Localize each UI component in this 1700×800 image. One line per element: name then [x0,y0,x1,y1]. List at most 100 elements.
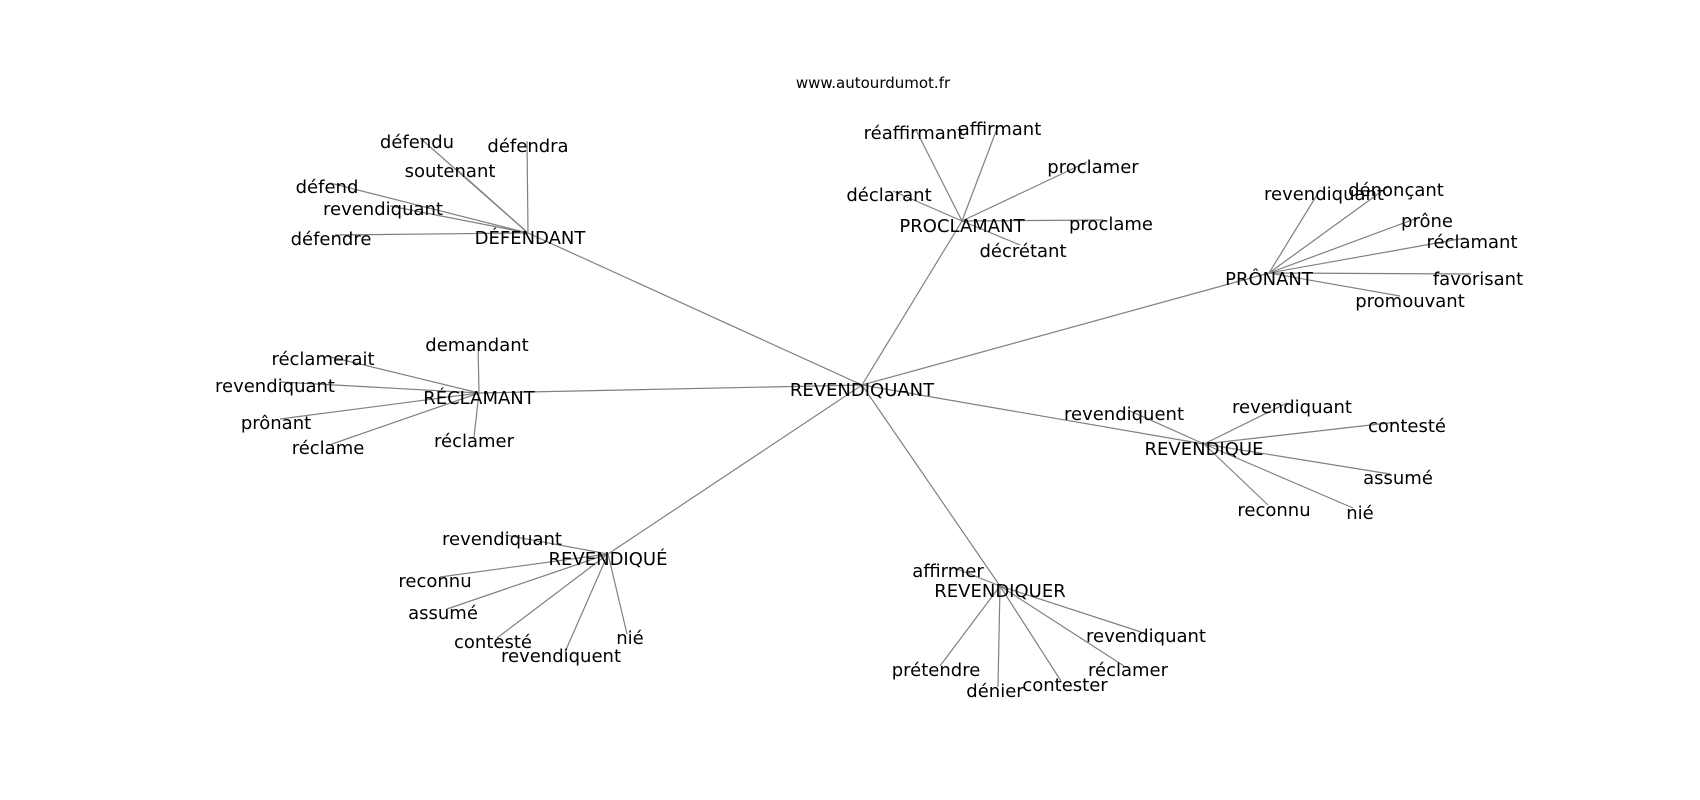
leaf-node-proclamant-proclame[interactable]: proclame [1069,214,1153,235]
leaf-node-reclamant-reclamer[interactable]: réclamer [434,431,515,452]
leaf-node-revendique-assume[interactable]: assumé [1363,468,1433,489]
leaf-node-pronant-prone[interactable]: prône [1401,211,1453,232]
leaf-node-proclamant-affirmant[interactable]: affirmant [959,119,1042,140]
edge-revendiquee-conteste [496,553,609,639]
leaf-node-proclamant-declarant[interactable]: déclarant [846,185,931,206]
edge-reclamant-pronant [279,392,480,420]
leaf-node-reclamant-reclame[interactable]: réclame [292,438,365,459]
watermark-text: www.autourdumot.fr [796,74,951,92]
leaf-node-reclamant-demandant[interactable]: demandant [425,335,528,356]
edge-defendant-soutenant [454,167,529,234]
edge-reclamant-demandant [477,341,480,394]
edge-revendiquer-reclamer [999,585,1125,667]
graph-edges [279,125,1472,688]
leaf-node-revendiquer-affirmer[interactable]: affirmer [912,561,984,582]
leaf-node-proclamant-proclamer[interactable]: proclamer [1047,157,1139,178]
hub-node-proclamant[interactable]: PROCLAMANT [899,216,1025,237]
leaf-node-revendiquer-revendiquant[interactable]: revendiquant [1086,626,1206,647]
leaf-node-revendiquee-nie[interactable]: nié [616,628,643,649]
edge-proclamant-affirmant [961,125,999,222]
leaf-node-defendant-defendu[interactable]: défendu [380,132,454,153]
leaf-node-revendiquer-pretendre[interactable]: prétendre [892,660,981,681]
edge-defendant-defendra [526,140,529,234]
leaf-node-revendiquer-reclamer[interactable]: réclamer [1088,660,1169,681]
edge-reclamant-revendiquant [279,381,480,394]
edge-revendique-nie [1203,443,1354,509]
edge-reclamant-reclamerait [326,355,480,394]
edge-revendique-reconnu [1203,443,1269,506]
leaf-node-pronant-favorisant[interactable]: favorisant [1433,269,1523,290]
edge-revendiquee-reconnu [439,553,609,578]
hub-node-revendiquer[interactable]: REVENDIQUER [934,581,1065,602]
leaf-node-reclamant-pronant[interactable]: prônant [241,413,311,434]
edge-pronant-promouvant [1268,272,1401,297]
edge-revendiquer-pretendre [939,585,1001,667]
edge-center-revendique [861,384,1205,445]
edge-pronant-reclamant [1268,237,1466,274]
hub-node-reclamant[interactable]: RÉCLAMANT [423,387,536,409]
edge-revendiquee-assume [446,553,609,610]
leaf-node-revendiquer-denier[interactable]: dénier [966,681,1024,702]
edge-defendant-defend [329,182,529,234]
leaf-node-defendant-defend[interactable]: défend [296,177,359,198]
leaf-node-revendique-nie[interactable]: nié [1346,503,1373,524]
edge-reclamant-reclame [331,392,480,445]
leaf-node-revendiquee-revendiquant[interactable]: revendiquant [442,529,562,550]
hub-node-defendant[interactable]: DÉFENDANT [475,227,587,249]
edge-center-reclamant [478,384,863,394]
edge-revendique-revendiquent [1127,409,1205,445]
edge-proclamant-decretant [961,220,1021,246]
leaf-node-reclamant-revendiquant[interactable]: revendiquant [215,376,335,397]
hub-node-revendiquee[interactable]: REVENDIQUÉ [549,548,668,570]
edge-pronant-prone [1268,216,1421,274]
edge-revendique-assume [1203,443,1391,475]
leaf-node-revendiquee-revendiquent[interactable]: revendiquent [501,646,621,667]
edge-proclamant-declarant [892,190,963,222]
leaf-node-revendique-revendiquant[interactable]: revendiquant [1232,397,1352,418]
edge-pronant-favorisant [1268,272,1472,275]
edge-center-revendiquee [607,384,863,555]
center-node-label[interactable]: REVENDIQUANT [790,380,935,401]
edge-revendiquer-denier [997,585,1001,688]
edge-proclamant-reaffirmant [915,129,963,222]
edge-center-revendiquer [861,384,1001,587]
edge-proclamant-proclame [961,219,1104,222]
edge-center-defendant [527,232,863,386]
edge-revendiquee-revendiquant [504,534,609,555]
leaf-node-defendant-soutenant[interactable]: soutenant [405,161,496,182]
graph-labels: www.autourdumot.fr REVENDIQUANT DÉFENDANT… [215,74,1523,702]
edge-revendiquer-revendiquant [999,585,1142,633]
leaf-node-pronant-promouvant[interactable]: promouvant [1355,291,1465,312]
edge-center-proclamant [861,220,963,386]
edge-revendique-revendiquant [1203,402,1288,445]
leaf-node-pronant-revendiquant[interactable]: revendiquant [1264,184,1384,205]
leaf-node-proclamant-reaffirmant[interactable]: réaffirmant [864,123,965,144]
leaf-node-defendant-defendre[interactable]: défendre [291,229,372,250]
leaf-node-defendant-defendra[interactable]: défendra [487,136,568,157]
edge-revendique-conteste [1203,421,1398,445]
leaf-node-revendiquee-assume[interactable]: assumé [408,603,478,624]
edge-revendiquee-revendiquent [564,553,609,653]
leaf-node-pronant-denoncant[interactable]: dénonçant [1348,180,1444,201]
leaf-node-pronant-reclamant[interactable]: réclamant [1426,232,1517,253]
leaf-node-revendiquee-conteste[interactable]: contesté [454,632,532,653]
leaf-node-revendique-reconnu[interactable]: reconnu [1237,500,1310,521]
leaf-node-revendique-conteste[interactable]: contesté [1368,416,1446,437]
edge-defendant-defendre [334,232,529,236]
leaf-node-revendiquer-contester[interactable]: contester [1022,675,1108,696]
leaf-node-revendique-revendiquent[interactable]: revendiquent [1064,404,1184,425]
edge-reclamant-reclamer [473,392,480,438]
hub-node-pronant[interactable]: PRÔNANT [1225,268,1314,290]
leaf-node-reclamant-reclamerait[interactable]: réclamerait [271,349,374,370]
leaf-node-revendiquee-reconnu[interactable]: reconnu [398,571,471,592]
edge-defendant-revendiquant [389,205,529,234]
edge-center-pronant [861,272,1270,386]
leaf-node-proclamant-decretant[interactable]: décrétant [979,241,1066,262]
edge-proclamant-proclamer [961,161,1088,222]
edge-revendiquee-nie [607,553,628,635]
hub-node-revendique[interactable]: REVENDIQUE [1145,439,1264,460]
edge-revendiquer-affirmer [951,566,1001,587]
edge-pronant-revendiquant [1268,189,1321,274]
leaf-node-defendant-revendiquant[interactable]: revendiquant [323,199,443,220]
